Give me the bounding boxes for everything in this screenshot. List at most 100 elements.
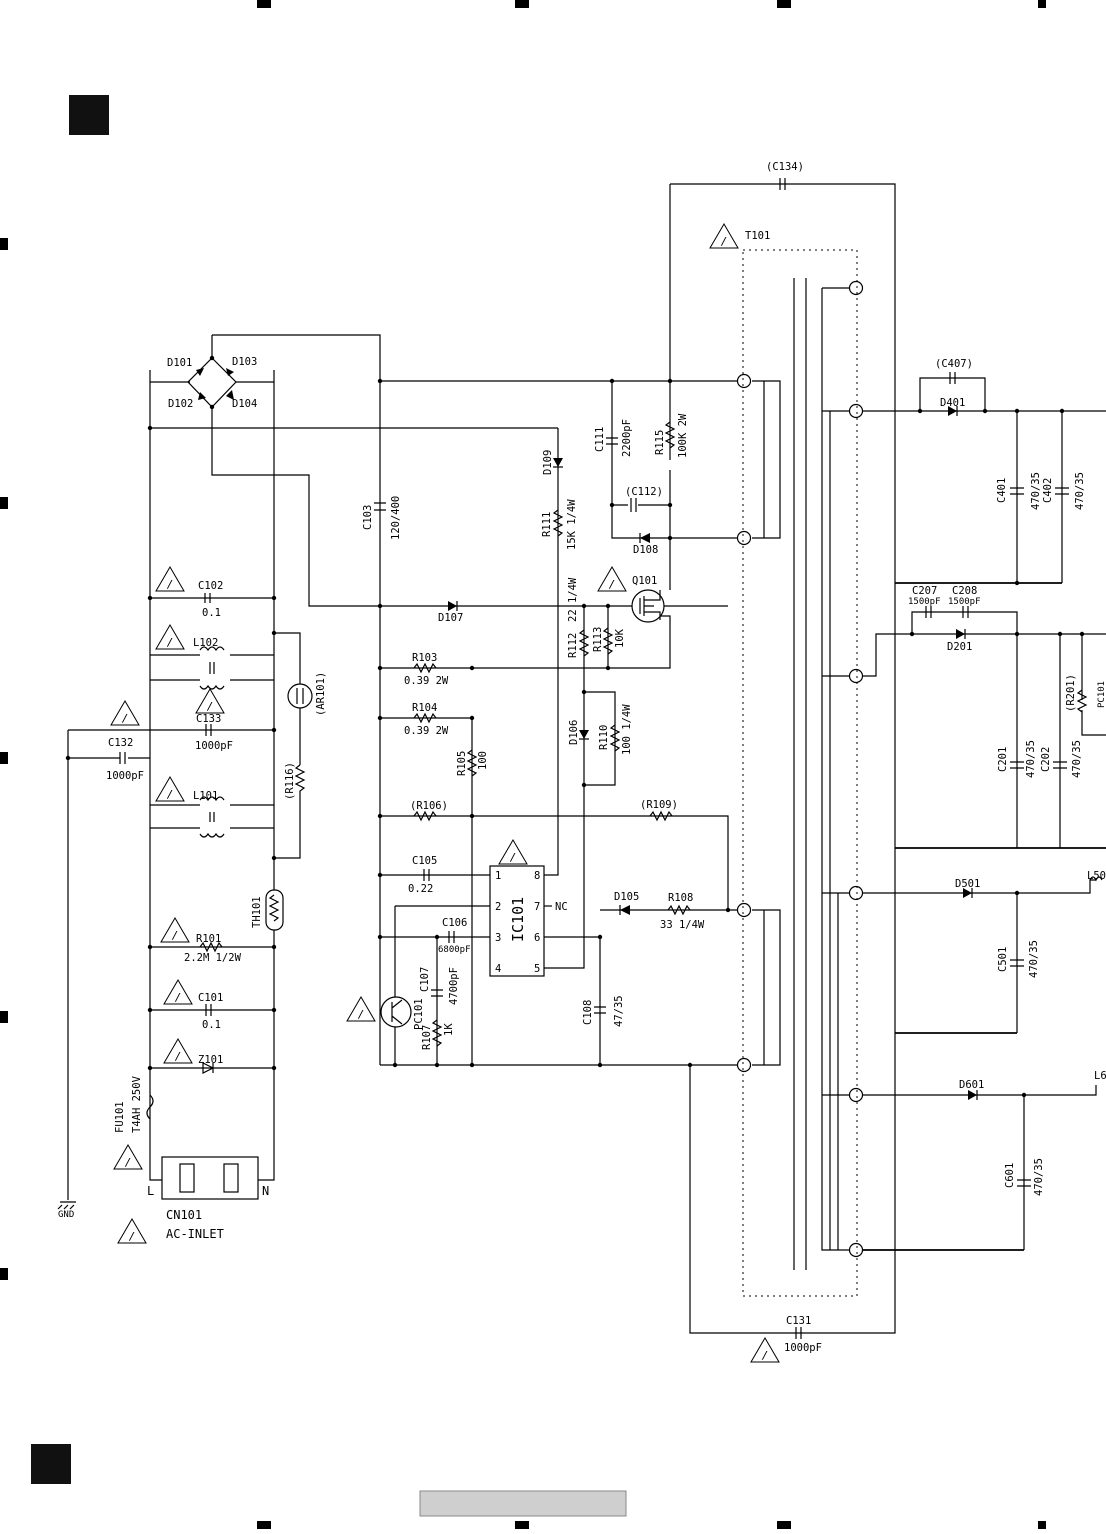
- label-c102: C102: [198, 580, 223, 592]
- label-r109: (R109): [640, 799, 678, 811]
- label-r101: R101: [196, 933, 221, 945]
- value-c101: 0.1: [202, 1019, 221, 1031]
- label-r113: R113: [592, 627, 604, 652]
- ic101-pin-5: 5: [534, 963, 540, 975]
- label-r116: (R116): [284, 762, 296, 800]
- value-c108: 47/35: [613, 995, 625, 1027]
- label-c108: C108: [582, 1000, 594, 1025]
- label-ar101: (AR101): [315, 672, 327, 716]
- value-c208: 1500pF: [948, 597, 981, 607]
- label-ic101: IC101: [509, 897, 527, 942]
- value-r108: 33 1/4W: [660, 919, 705, 931]
- label-gnd: GND: [58, 1210, 74, 1220]
- label-c501: C501: [997, 947, 1009, 972]
- component-symbols: [57, 178, 1103, 1339]
- value-r107: 1K: [443, 1023, 455, 1036]
- ic101-pin-6: 6: [534, 932, 540, 944]
- value-r103: 0.39 2W: [404, 675, 449, 687]
- label-fu101: FU101: [114, 1101, 126, 1133]
- label-r115: R115: [654, 430, 666, 455]
- value-c133: 1000pF: [195, 740, 233, 752]
- value-c401: 470/35: [1030, 472, 1042, 510]
- transformer-terminals: [736, 280, 864, 1258]
- label-r104: R104: [412, 702, 437, 714]
- label-d106: D106: [568, 720, 580, 745]
- label-c601: C601: [1004, 1163, 1016, 1188]
- label-d109: D109: [542, 450, 554, 475]
- value-c106: 6800pF: [438, 945, 471, 955]
- label-l101: L101: [193, 790, 218, 802]
- ic101-pin-7: 7: [534, 901, 540, 913]
- value-c601: 470/35: [1033, 1158, 1045, 1196]
- value-r111: 15K 1/4W: [566, 499, 578, 550]
- label-r201: (R201): [1065, 674, 1077, 712]
- value-c131: 1000pF: [784, 1342, 822, 1354]
- transformer-outline: [742, 249, 858, 1297]
- value-c207: 1500pF: [908, 597, 941, 607]
- label-d501: D501: [955, 878, 980, 890]
- label-d601: D601: [959, 1079, 984, 1091]
- label-c103: C103: [362, 505, 374, 530]
- label-r112: R112: [567, 633, 579, 658]
- ic101-pin-3: 3: [495, 932, 501, 944]
- value-c501: 470/35: [1028, 940, 1040, 978]
- label-c112: (C112): [625, 486, 663, 498]
- junction-dots: [65, 355, 1085, 1098]
- label-c407: (C407): [935, 358, 973, 370]
- label-c207: C207: [912, 585, 937, 597]
- label-z101: Z101: [198, 1054, 223, 1066]
- value-fu101: T4AH 250V: [131, 1075, 143, 1133]
- label-c111: C111: [594, 427, 606, 452]
- label-r108: R108: [668, 892, 693, 904]
- label-d104: D104: [232, 398, 257, 410]
- label-r106: (R106): [410, 800, 448, 812]
- value-r110: 100 1/4W: [621, 704, 633, 755]
- label-c106: C106: [442, 917, 467, 929]
- label-c133: C133: [196, 713, 221, 725]
- label-t101: T101: [745, 230, 770, 242]
- corner-block-top: [69, 95, 109, 135]
- value-c102: 0.1: [202, 607, 221, 619]
- label-d101: D101: [167, 357, 192, 369]
- registration-marks: [0, 0, 1046, 1529]
- label-d103: D103: [232, 356, 257, 368]
- label-c202: C202: [1040, 747, 1052, 772]
- ic101-pin-2: 2: [495, 901, 501, 913]
- label-c402: C402: [1042, 478, 1054, 503]
- value-c107: 4700pF: [448, 967, 460, 1005]
- label-q101: Q101: [632, 575, 657, 587]
- label-r111: R111: [541, 512, 553, 537]
- label-d102: D102: [168, 398, 193, 410]
- ic101-pin-4: 4: [495, 963, 501, 975]
- label-cn101: CN101: [166, 1208, 202, 1222]
- value-r105: 100: [477, 751, 489, 770]
- label-l501: L50: [1087, 870, 1106, 882]
- value-c202: 470/35: [1071, 740, 1083, 778]
- label-inlet-n: N: [262, 1184, 269, 1198]
- label-l601: L6: [1094, 1070, 1106, 1082]
- ic101-pin-1: 1: [495, 870, 501, 882]
- value-c111: 2200pF: [621, 419, 633, 457]
- label-c201: C201: [997, 747, 1009, 772]
- value-r115: 100K 2W: [677, 413, 689, 458]
- value-r104: 0.39 2W: [404, 725, 449, 737]
- label-d105: D105: [614, 891, 639, 903]
- label-r105: R105: [456, 751, 468, 776]
- label-pc101: PC101: [413, 998, 425, 1030]
- component-labels: D101 D103 D102 D104 C102 0.1 L102 C133 1…: [58, 161, 1106, 1354]
- wiring: [67, 183, 1106, 1334]
- value-c132: 1000pF: [106, 770, 144, 782]
- label-c131: C131: [786, 1315, 811, 1327]
- label-c208: C208: [952, 585, 977, 597]
- ic101-nc: NC: [555, 901, 568, 913]
- label-ac-inlet: AC-INLET: [166, 1227, 224, 1241]
- label-r107: R107: [421, 1025, 433, 1050]
- corner-block-bottom: [31, 1444, 71, 1484]
- label-c132: C132: [108, 737, 133, 749]
- value-r101: 2.2M 1/2W: [184, 952, 242, 964]
- label-d107: D107: [438, 612, 463, 624]
- value-c105: 0.22: [408, 883, 433, 895]
- label-r103: R103: [412, 652, 437, 664]
